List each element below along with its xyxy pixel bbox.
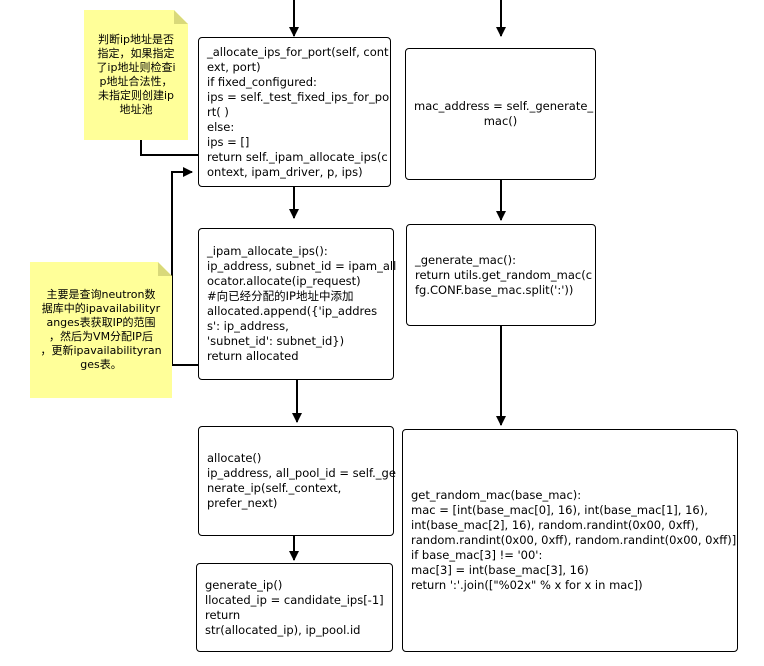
- ip-check-note: 判断ip地址是否 指定，如果指定 了ip地址则检查i p地址合法性， 未指定则创…: [84, 10, 188, 140]
- note-line: ges表。: [80, 358, 122, 371]
- code-line: return ':'.join(["%02x" % x for x in mac…: [411, 578, 643, 592]
- code-line: mac[3] = int(base_mac[3], 16): [411, 563, 589, 577]
- code-line: generate_ip(): [205, 577, 283, 592]
- generate-ip-box: generate_ip() llocated_ip = candidate_ip…: [196, 563, 393, 652]
- mac-address-box: mac_address = self._generate_ mac(): [405, 48, 596, 180]
- code-line: int(base_mac[2], 16), random.randint(0x0…: [411, 518, 699, 532]
- note-line: 判断ip地址是否: [97, 33, 175, 46]
- code-line: else:: [207, 119, 235, 134]
- code-line: ips = []: [207, 134, 250, 149]
- code-line: prefer_next): [207, 496, 278, 510]
- code-line: return self._ipam_allocate_ips(c: [207, 149, 388, 164]
- neutron-query-note-connector: [171, 167, 193, 365]
- neutron-query-note: 主要是查询neutron数 据库中的ipavailabilityr anges表…: [30, 262, 172, 398]
- code-line: rt( ): [207, 104, 229, 119]
- code-line: ip_address, all_pool_id = self._ge: [207, 466, 396, 480]
- code-line: ext, port): [207, 59, 261, 74]
- code-line: allocate(): [207, 451, 262, 465]
- ipam-allocate-ips-box: _ipam_allocate_ips(): ip_address, subnet…: [198, 228, 397, 380]
- code-line: str(allocated_ip), ip_pool.id: [205, 622, 361, 637]
- allocate-box: allocate() ip_address, all_pool_id = sel…: [198, 426, 396, 536]
- note-line: p地址合法性，: [99, 75, 173, 88]
- note-line: 地址池: [119, 103, 153, 116]
- code-line: ip_address, subnet_id = ipam_all: [207, 259, 397, 273]
- code-line: return: [205, 607, 241, 622]
- note-line: anges表获取IP的范围: [46, 316, 156, 329]
- note-line: 未指定则创建ip: [97, 89, 175, 102]
- code-line: _allocate_ips_for_port(self, cont: [207, 44, 389, 59]
- note-line: ，然后为VM分配IP后: [49, 330, 153, 343]
- code-line: return utils.get_random_mac(c: [415, 267, 593, 282]
- code-line: llocated_ip = candidate_ips[-1]: [205, 592, 384, 607]
- code-line: allocated.append({'ip_addres: [207, 304, 378, 318]
- code-line: fg.CONF.base_mac.split(':')): [415, 282, 574, 297]
- code-line: if base_mac[3] != '00':: [411, 548, 543, 562]
- note-line: 指定，如果指定: [97, 47, 175, 60]
- code-line: ips = self._test_fixed_ips_for_po: [207, 89, 390, 104]
- code-line: ocator.allocate(ip_request): [207, 274, 361, 288]
- ip-check-note-connector: [140, 140, 198, 156]
- code-line: random.randint(0x00, 0xff), random.randi…: [411, 533, 737, 547]
- code-line: #向已经分配的IP地址中添加: [207, 289, 354, 303]
- code-line: mac(): [483, 114, 518, 128]
- code-line: mac_address = self._generate_: [414, 99, 594, 113]
- code-line: return allocated: [207, 349, 299, 363]
- code-line: mac = [int(base_mac[0], 16), int(base_ma…: [411, 503, 708, 517]
- code-line: s': ip_address,: [207, 319, 289, 333]
- code-line: nerate_ip(self._context,: [207, 481, 342, 495]
- code-line: ontext, ipam_driver, p, ips): [207, 164, 363, 179]
- note-line: 了ip地址则检查i: [96, 61, 176, 74]
- note-line: ，更新ipavailabilityran: [40, 344, 162, 357]
- get-random-mac-box: get_random_mac(base_mac): mac = [int(bas…: [402, 429, 738, 652]
- code-line: get_random_mac(base_mac):: [411, 488, 582, 502]
- allocate-ips-for-port-box: _allocate_ips_for_port(self, cont ext, p…: [198, 37, 391, 187]
- code-line: if fixed_configured:: [207, 74, 317, 89]
- note-line: 主要是查询neutron数: [46, 288, 156, 301]
- note-line: 据库中的ipavailabilityr: [41, 302, 161, 315]
- generate-mac-box: _generate_mac(): return utils.get_random…: [406, 224, 596, 326]
- code-line: _generate_mac():: [415, 252, 517, 267]
- code-line: 'subnet_id': subnet_id}): [207, 334, 345, 348]
- code-line: _ipam_allocate_ips():: [207, 244, 328, 258]
